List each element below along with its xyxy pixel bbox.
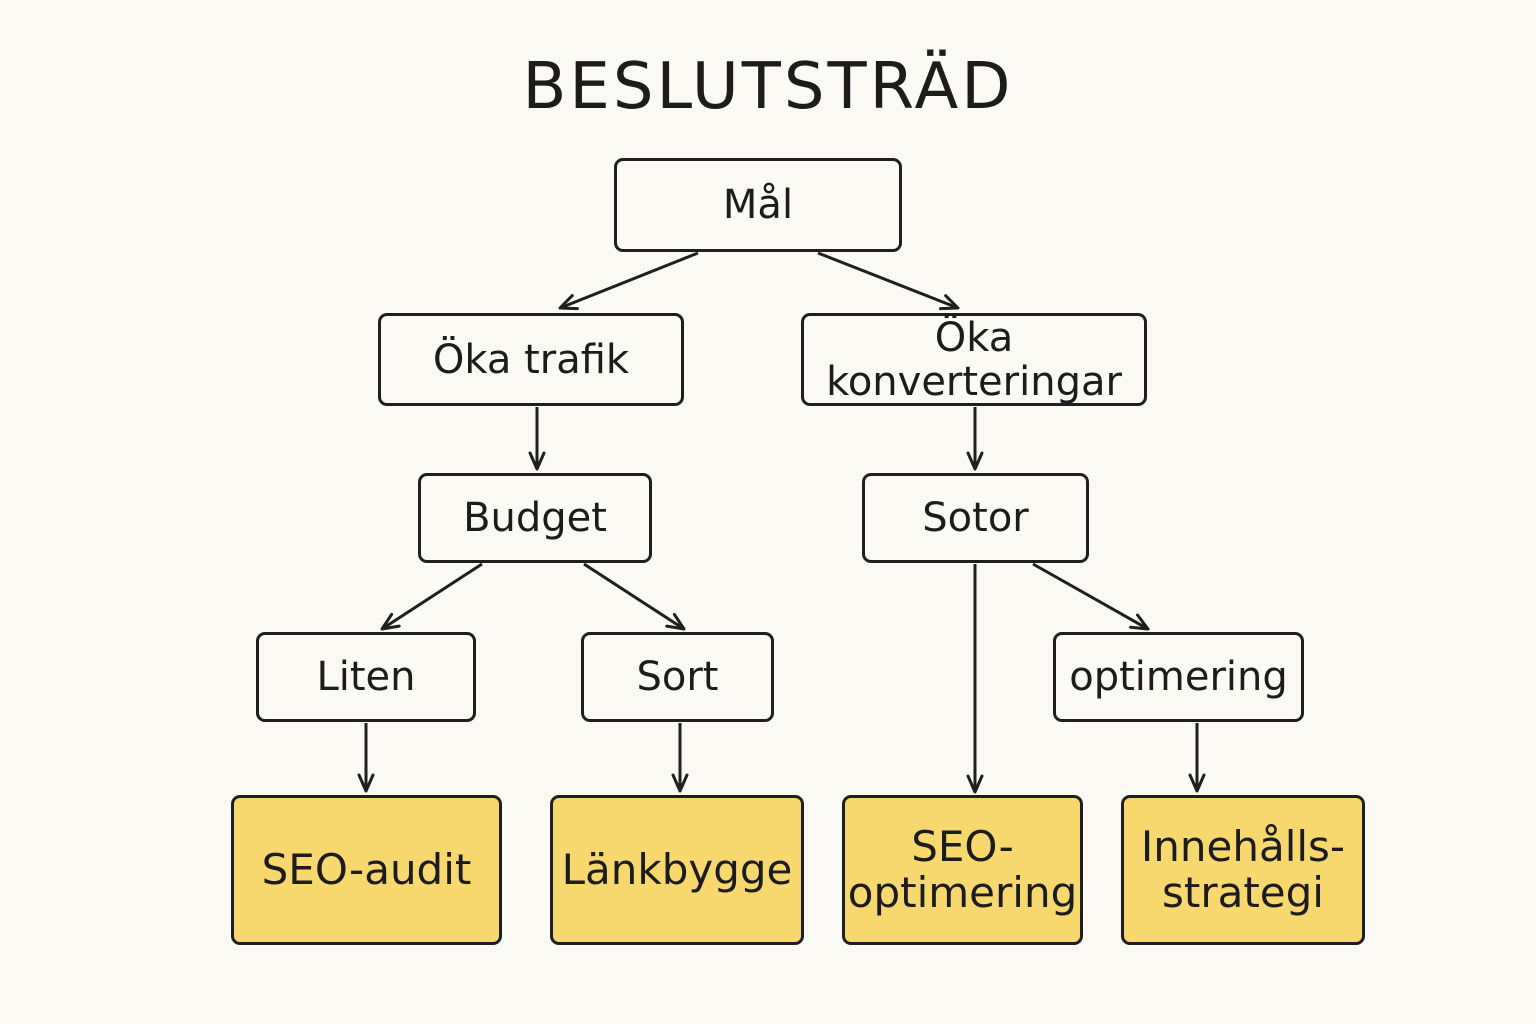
- node-sort: Sort: [581, 632, 774, 722]
- edge-budget-liten: [380, 562, 483, 631]
- node-label: Sort: [636, 654, 719, 700]
- node-mal: Mål: [614, 158, 902, 252]
- node-label: Mål: [722, 182, 794, 228]
- node-budget: Budget: [418, 473, 652, 563]
- edge-mal-konv: [817, 251, 960, 311]
- node-label: Länkbygge: [561, 844, 793, 894]
- node-optimering: optimering: [1053, 632, 1304, 722]
- node-label: optimering: [1069, 654, 1288, 700]
- leaf-seo-optimering: SEO- optimering: [842, 795, 1083, 945]
- node-oka-konverteringar: Öka konverteringar: [801, 313, 1147, 406]
- leaf-innehallsstrategi: Innehålls- strategi: [1121, 795, 1365, 945]
- node-label: SEO-audit: [261, 844, 472, 894]
- node-label: Innehålls- strategi: [1140, 821, 1346, 917]
- node-label: Öka konverteringar: [826, 314, 1122, 405]
- node-label: Budget: [463, 495, 607, 541]
- node-label: Öka trafik: [432, 336, 630, 383]
- node-label: Sotor: [922, 495, 1029, 541]
- edge-budget-sort: [583, 562, 686, 631]
- node-oka-trafik: Öka trafik: [378, 313, 684, 406]
- leaf-seo-audit: SEO-audit: [231, 795, 502, 945]
- edge-mal-trafik: [558, 251, 699, 311]
- edge-sotor-optim: [1032, 562, 1150, 631]
- node-sotor: Sotor: [862, 473, 1089, 563]
- node-label: Liten: [316, 654, 416, 700]
- leaf-lankbygge: Länkbygge: [550, 795, 804, 945]
- node-label: SEO- optimering: [847, 821, 1078, 917]
- diagram-title: BESLUTSTRÄD: [522, 50, 1014, 124]
- node-liten: Liten: [256, 632, 476, 722]
